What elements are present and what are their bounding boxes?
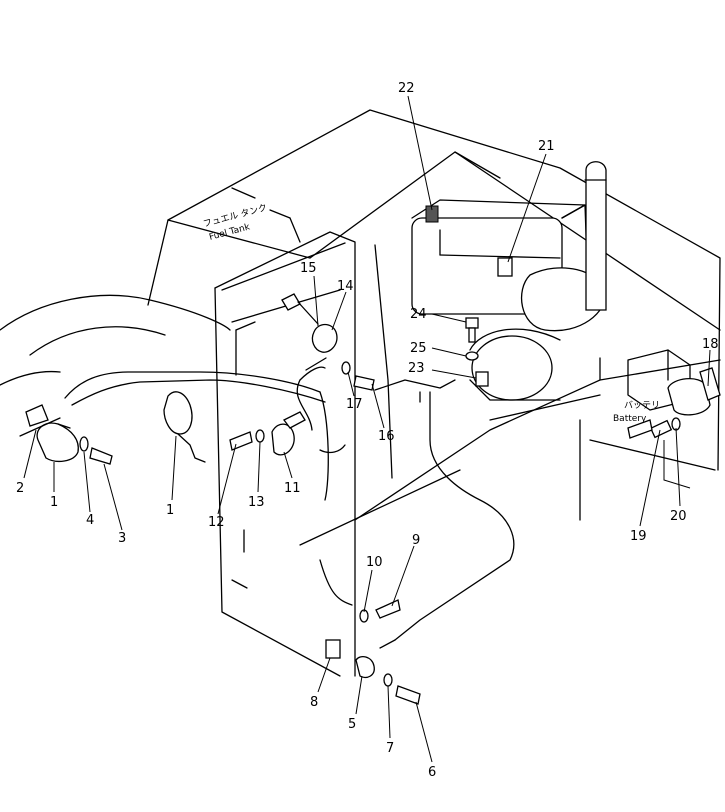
bottom-bracket-parts [325,419,653,705]
callout-12: 12 [208,515,225,530]
callout-25: 25 [410,341,427,356]
callout-15: 15 [300,261,317,276]
engine-muffler [411,161,607,401]
callout-20: 20 [670,509,687,524]
callout-1-left: 1 [50,495,58,510]
switch-assembly [281,293,375,431]
callout-3: 3 [118,531,126,546]
callout-23: 23 [408,361,425,376]
lamp-left [19,404,113,465]
callout-4: 4 [86,513,94,528]
callout-5: 5 [348,717,356,732]
callout-16: 16 [378,429,395,444]
battery-label-en: Battery [613,414,647,424]
callout-8: 8 [310,695,318,710]
callout-21: 21 [538,139,555,154]
callout-1-center: 1 [166,503,174,518]
callout-7: 7 [386,741,394,756]
callout-numbers: 1 2 4 3 1 12 13 11 15 14 17 16 22 21 24 … [16,81,719,780]
callout-10: 10 [366,555,383,570]
wiring-harness [64,366,515,649]
callout-2: 2 [16,481,24,496]
callout-14: 14 [337,279,354,294]
callout-6: 6 [428,765,436,780]
machine-body-outline [0,109,721,677]
callout-18: 18 [702,337,719,352]
callout-9: 9 [412,533,420,548]
callout-19: 19 [630,529,647,544]
callout-13: 13 [248,495,265,510]
battery-assembly [627,349,721,489]
lamp-center [163,391,346,463]
battery-label-jp: バッテリ [624,400,660,411]
callout-11: 11 [284,481,301,496]
leader-lines [23,95,711,763]
callout-24: 24 [410,307,427,322]
callout-22: 22 [398,81,415,96]
callout-17: 17 [346,397,363,412]
